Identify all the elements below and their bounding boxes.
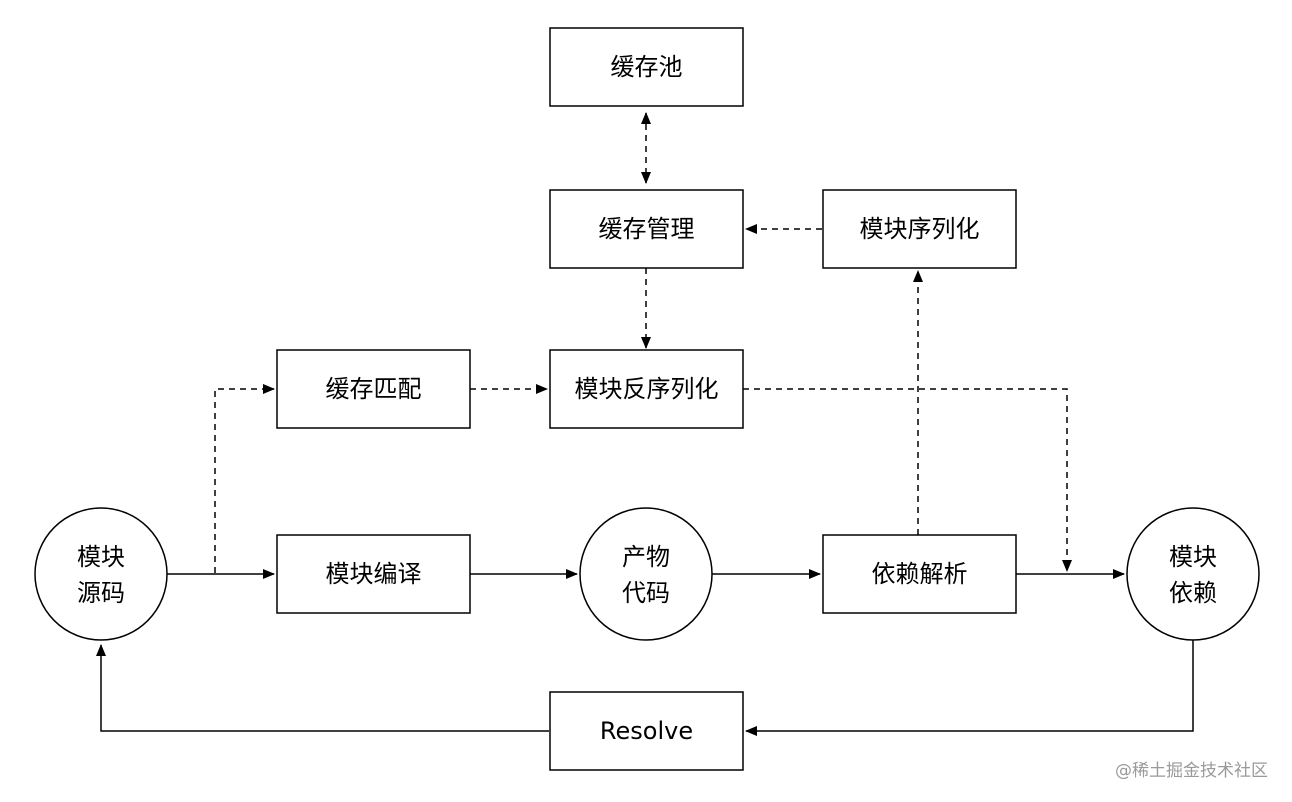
node-module-serialize-label: 模块序列化 <box>860 215 980 243</box>
node-dependency-parse: 依赖解析 <box>822 534 1017 614</box>
node-cache-manage: 缓存管理 <box>549 189 744 269</box>
node-resolve: Resolve <box>549 691 744 771</box>
node-module-dependency: 模块 依赖 <box>1126 507 1260 641</box>
edge-resolve-to-module-source <box>96 644 549 732</box>
node-cache-pool: 缓存池 <box>549 27 744 107</box>
node-module-source-line-1: 模块 <box>77 543 125 571</box>
node-artifact-code: 产物 代码 <box>579 507 713 641</box>
node-module-dependency-line-2: 依赖 <box>1169 579 1217 607</box>
node-cache-manage-label: 缓存管理 <box>599 215 695 243</box>
node-module-dependency-line-1: 模块 <box>1169 543 1217 571</box>
node-module-source: 模块 源码 <box>34 507 168 641</box>
node-dependency-parse-label: 依赖解析 <box>872 560 968 588</box>
edge-module-source-to-cache-match <box>214 384 275 573</box>
node-module-serialize: 模块序列化 <box>822 189 1017 269</box>
edge-module-deserialize-to-module-dependency <box>743 388 1072 572</box>
node-cache-match: 缓存匹配 <box>276 349 471 429</box>
node-module-source-line-2: 源码 <box>77 579 125 607</box>
node-module-compile: 模块编译 <box>276 534 471 614</box>
node-artifact-code-line-1: 产物 <box>622 543 670 571</box>
node-resolve-label: Resolve <box>600 717 693 745</box>
watermark-text: @稀土掘金技术社区 <box>1115 761 1268 781</box>
node-cache-match-label: 缓存匹配 <box>326 375 422 403</box>
node-module-deserialize: 模块反序列化 <box>549 349 744 429</box>
edges <box>96 112 1194 736</box>
edge-module-dependency-to-resolve <box>745 640 1194 736</box>
node-module-compile-label: 模块编译 <box>326 560 422 588</box>
node-cache-pool-label: 缓存池 <box>611 53 683 81</box>
node-module-deserialize-label: 模块反序列化 <box>575 375 719 403</box>
node-artifact-code-line-2: 代码 <box>622 579 670 607</box>
